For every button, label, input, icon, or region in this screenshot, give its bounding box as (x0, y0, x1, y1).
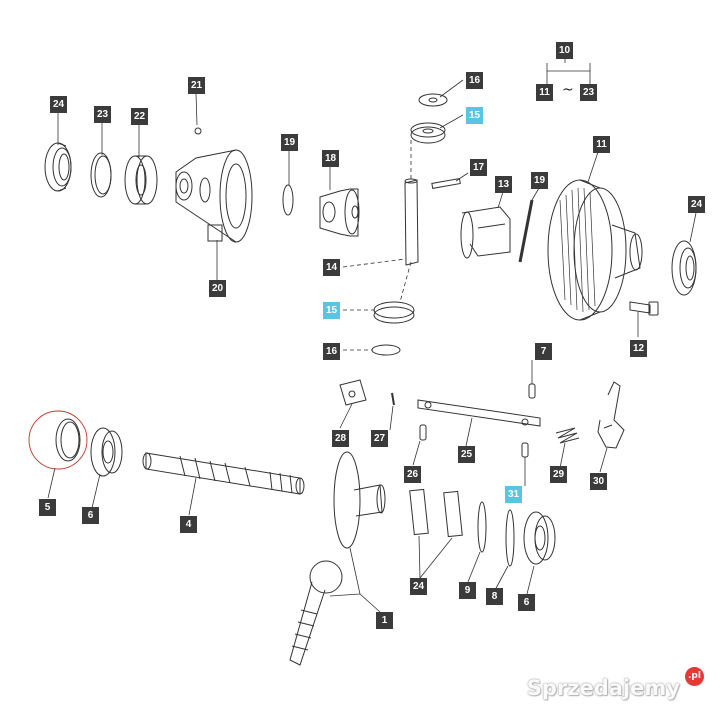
callout-20: 20 (209, 280, 226, 297)
callout-4: 4 (180, 516, 197, 533)
part-26-spring-pin (419, 424, 427, 441)
callout-14: 14 (323, 259, 340, 276)
callout-29: 29 (550, 466, 567, 483)
callout-27: 27 (371, 430, 388, 447)
callout-6-left: 6 (82, 507, 99, 524)
callout-26: 26 (404, 466, 421, 483)
part-20-diff-housing (175, 127, 253, 243)
part-19-washer-right (518, 199, 534, 263)
callout-10: 10 (556, 42, 573, 59)
callout-13: 13 (495, 176, 512, 193)
part-24-seal (44, 142, 72, 192)
part-22-bearing (124, 155, 158, 205)
part-30-shift-fork (597, 381, 625, 449)
part-9-ring (477, 501, 487, 553)
part-12-bolt (629, 301, 659, 316)
part-8-ring (505, 509, 515, 567)
part-23-circlip (90, 152, 112, 198)
part-17-small-pin (431, 178, 461, 189)
callout-30: 30 (590, 473, 607, 490)
part-27-pin (391, 392, 395, 406)
callout-15-lower: 15 (323, 302, 340, 319)
leader-lines (47, 55, 697, 613)
callout-17: 17 (470, 159, 487, 176)
part-24-needle-cage-b (443, 490, 463, 538)
part-6-bearing-left (90, 427, 123, 477)
callout-23-range: 23 (580, 84, 597, 101)
part-15-thrust-washer-top (410, 122, 446, 144)
callout-22: 22 (131, 108, 148, 125)
callout-24-right: 24 (688, 196, 705, 213)
part-7-spring-pin (528, 383, 536, 399)
callout-11-range: 11 (536, 84, 553, 101)
callout-19-right: 19 (531, 172, 548, 189)
callout-24-top-left: 24 (50, 96, 67, 113)
callout-25: 25 (458, 446, 475, 463)
part-28-shift-block (339, 379, 367, 406)
highlight-circle (28, 410, 88, 470)
callout-6-right: 6 (518, 594, 535, 611)
callout-12: 12 (630, 340, 647, 357)
callout-8: 8 (486, 588, 503, 605)
range-tilde: ~ (562, 82, 574, 98)
callout-16-top: 16 (466, 72, 483, 89)
callout-9: 9 (459, 582, 476, 599)
callout-11-gear: 11 (593, 136, 610, 153)
part-15-thrust-washer-lower (373, 301, 415, 324)
callout-1: 1 (376, 612, 393, 629)
callout-24-lower: 24 (410, 578, 427, 595)
callout-19-left: 19 (281, 134, 298, 151)
part-19-washer (282, 184, 294, 216)
part-31-spring-pin (521, 442, 529, 458)
callout-28: 28 (332, 430, 349, 447)
callout-16-lower: 16 (323, 343, 340, 360)
watermark-badge: .pl (685, 667, 704, 686)
part-4-splined-shaft (142, 452, 305, 495)
callout-5: 5 (39, 499, 56, 516)
part-6-bearing-right (523, 511, 556, 565)
part-1-pinion-shaft (289, 451, 386, 666)
part-24-seal-right (671, 240, 697, 296)
callout-7: 7 (535, 343, 552, 360)
callout-15-top: 15 (466, 107, 483, 124)
callout-18: 18 (322, 150, 339, 167)
part-5-circlip (55, 418, 81, 462)
part-25-shift-rod (417, 399, 541, 427)
watermark-text: Sprzedajemy (526, 676, 680, 700)
part-18-gear-hub (319, 188, 360, 237)
part-24-needle-cage-a (409, 488, 429, 536)
part-14-pin-shaft (404, 178, 419, 266)
part-16-washer-lower (371, 344, 401, 356)
part-16-washer-top (418, 93, 448, 107)
part-29-spring (555, 427, 580, 444)
part-11-ring-gear (547, 179, 643, 321)
callout-23: 23 (94, 106, 111, 123)
callout-31: 31 (505, 486, 522, 503)
part-13-bracket (460, 206, 511, 259)
callout-21: 21 (188, 77, 205, 94)
